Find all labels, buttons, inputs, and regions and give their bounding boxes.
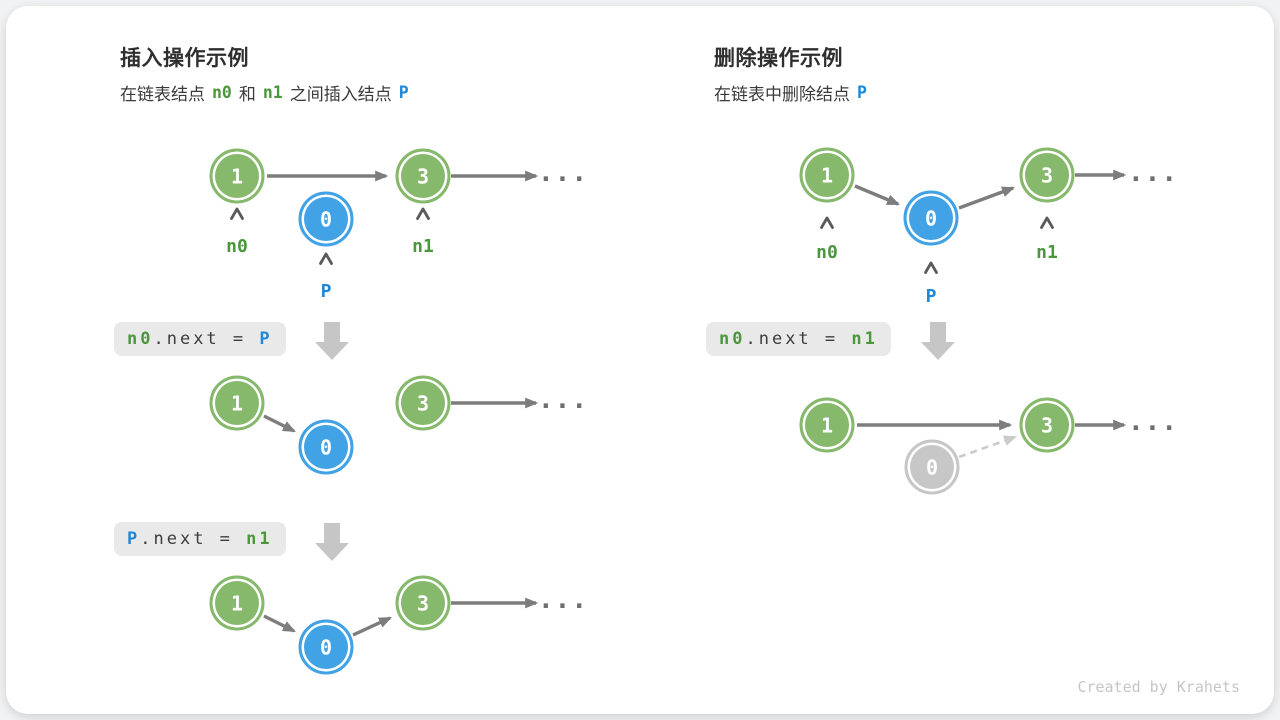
pointer-label-n0: n0 [226, 236, 248, 257]
node-1: 1 [799, 147, 855, 203]
caret-delete-n0-icon [820, 216, 834, 229]
caret-insert-n1-icon [416, 207, 430, 220]
node-p-removed: 0 [904, 439, 960, 495]
caret-insert-p-icon [319, 252, 333, 265]
arrow-insert-r3-n0-p [263, 614, 296, 633]
insert-subtitle: 在链表结点 n0 和 n1 之间插入结点 P [120, 80, 416, 104]
node-3: 3 [395, 575, 451, 631]
arrow-insert-r2-n0-p [263, 414, 296, 433]
delete-subtitle: 在链表中删除结点 P [714, 80, 874, 104]
down-arrow-icon [315, 523, 349, 561]
node-value: 1 [230, 164, 244, 188]
code-mid: .next = [745, 329, 852, 349]
ellipsis: ... [1128, 158, 1178, 188]
node-1: 1 [799, 397, 855, 453]
node-value: 0 [925, 455, 939, 479]
node-value: 1 [230, 391, 244, 415]
node-value: 1 [230, 591, 244, 615]
node-value: 1 [820, 413, 834, 437]
code-insert-step2: P.next = n1 [114, 522, 286, 556]
code-mid: .next = [153, 329, 260, 349]
pointer-label-n1: n1 [412, 236, 434, 257]
code-lhs: P [127, 529, 141, 549]
ellipsis: ... [538, 385, 588, 415]
node-p: 0 [903, 190, 959, 246]
caret-delete-n1-icon [1040, 216, 1054, 229]
delete-subtitle-p: P [857, 82, 867, 102]
node-value: 0 [319, 435, 333, 459]
node-1: 1 [209, 575, 265, 631]
node-value: 3 [1040, 163, 1054, 187]
ellipsis: ... [1128, 407, 1178, 437]
arrow-delete-ghost-dashed [958, 435, 1018, 459]
insert-subtitle-text: 在链表结点 [120, 84, 205, 104]
pointer-label-n1: n1 [1036, 242, 1058, 263]
arrow-delete-r1-p-n1 [958, 186, 1016, 210]
pointer-label-p: P [320, 281, 332, 302]
down-arrow-icon [921, 322, 955, 360]
ellipsis: ... [538, 158, 588, 188]
delete-subtitle-text: 在链表中删除结点 [714, 84, 850, 104]
code-insert-step1: n0.next = P [114, 322, 286, 356]
node-value: 3 [1040, 413, 1054, 437]
insert-subtitle-n0: n0 [212, 82, 232, 102]
insert-subtitle-n1: n1 [262, 82, 283, 102]
arrow-insert-r3-p-n1 [352, 616, 392, 637]
ellipsis: ... [538, 585, 588, 615]
code-delete-step: n0.next = n1 [706, 322, 891, 356]
code-rhs: n1 [851, 329, 878, 349]
node-3: 3 [395, 375, 451, 431]
insert-subtitle-p: P [398, 82, 409, 102]
insert-subtitle-text: 之间插入结点 [289, 84, 392, 104]
node-value: 0 [319, 635, 333, 659]
delete-title: 删除操作示例 [714, 47, 843, 70]
node-value: 0 [924, 206, 938, 230]
node-1: 1 [209, 375, 265, 431]
caret-delete-p-icon [924, 261, 938, 274]
code-rhs: n1 [246, 529, 273, 549]
node-3: 3 [1019, 397, 1075, 453]
node-1: 1 [209, 148, 265, 204]
caret-insert-n0-icon [230, 207, 244, 220]
code-lhs: n0 [127, 329, 154, 349]
arrow-delete-r1-n0-p [854, 184, 900, 206]
pointer-label-n0: n0 [816, 242, 838, 263]
pointer-label-p: P [925, 286, 937, 307]
code-lhs: n0 [719, 329, 746, 349]
node-value: 1 [820, 163, 834, 187]
code-rhs: P [259, 329, 273, 349]
node-value: 3 [416, 164, 430, 188]
code-mid: .next = [140, 529, 247, 549]
insert-title: 插入操作示例 [120, 47, 249, 70]
node-p: 0 [298, 191, 354, 247]
down-arrow-icon [315, 322, 349, 360]
node-p: 0 [298, 419, 354, 475]
node-value: 3 [416, 391, 430, 415]
insert-subtitle-text: 和 [238, 84, 256, 104]
node-value: 3 [416, 591, 430, 615]
node-3: 3 [1019, 147, 1075, 203]
node-value: 0 [319, 207, 333, 231]
watermark-credit: Created by Krahets [1077, 678, 1240, 696]
node-3: 3 [395, 148, 451, 204]
node-p: 0 [298, 619, 354, 675]
